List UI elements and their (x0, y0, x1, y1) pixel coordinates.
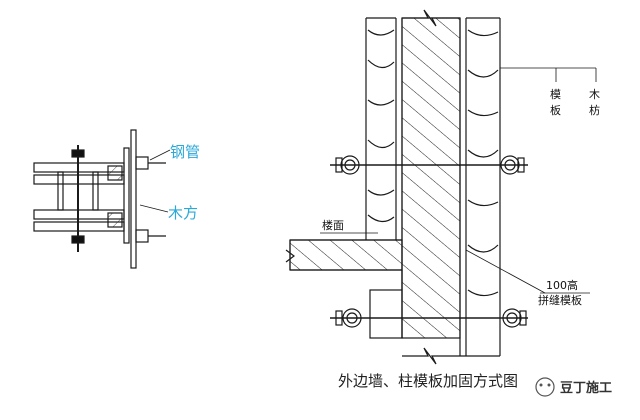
pipe-square-top (135, 156, 149, 170)
break-mark-top (366, 9, 500, 27)
tie-nut-bottom (71, 235, 85, 244)
nut-upper-right (517, 157, 525, 173)
timber-block-lower (107, 212, 123, 228)
label-timber-char2: 枋 (589, 103, 600, 117)
formwork-plate-outer (130, 129, 137, 269)
timber-grain-left (367, 29, 395, 223)
timber-grain-right (467, 29, 499, 297)
timber-block-upper (107, 165, 123, 181)
watermark-text: 豆丁施工 (560, 380, 612, 396)
label-formwork-char2: 板 (550, 103, 561, 117)
watermark-logo: 豆丁施工 (535, 377, 612, 397)
pipe-lower-right (502, 308, 522, 328)
leader-timber (139, 204, 169, 213)
leader-formwork-timber (500, 67, 597, 82)
wechat-icon (535, 377, 555, 397)
spacer-left (57, 171, 64, 211)
formwork-plate (123, 147, 130, 244)
main-section (285, 9, 597, 365)
pipe-upper-right-inner (504, 159, 516, 171)
left-detail (33, 129, 171, 269)
wechat-eye-right (547, 383, 551, 387)
pipe-upper-right (500, 155, 520, 175)
pipe-square-bottom (135, 229, 149, 243)
spacer-right (92, 171, 99, 211)
floor-break (285, 240, 295, 270)
nut-upper-left (335, 157, 343, 173)
nut-lower-left (335, 310, 343, 326)
diagram-caption: 外边墙、柱模板加固方式图 (338, 372, 518, 390)
label-steel-pipe: 钢管 (170, 143, 200, 161)
floor-slab (289, 239, 403, 271)
label-joint-formwork: 拼缝模板 (538, 293, 582, 307)
break-mark-bottom (402, 347, 460, 365)
label-timber: 木方 (168, 204, 198, 222)
pipe-lower-left (342, 308, 362, 328)
pipe-lower-left-inner (346, 312, 358, 324)
nut-lower-right (519, 310, 527, 326)
wall-concrete (401, 17, 461, 339)
wechat-eye-left (539, 383, 543, 387)
pipe-lower-right-inner (506, 312, 518, 324)
pipe-upper-left-inner (344, 159, 356, 171)
label-floor: 楼面 (322, 218, 344, 232)
leader-joint (465, 249, 546, 294)
label-formwork-char1: 模 (550, 88, 561, 101)
lower-block (369, 289, 403, 339)
leader-pipe (149, 149, 171, 161)
label-timber-char1: 木 (589, 88, 600, 101)
label-joint-height: 100高 (546, 278, 578, 292)
pipe-upper-left (340, 155, 360, 175)
tie-nut-top (71, 149, 85, 158)
